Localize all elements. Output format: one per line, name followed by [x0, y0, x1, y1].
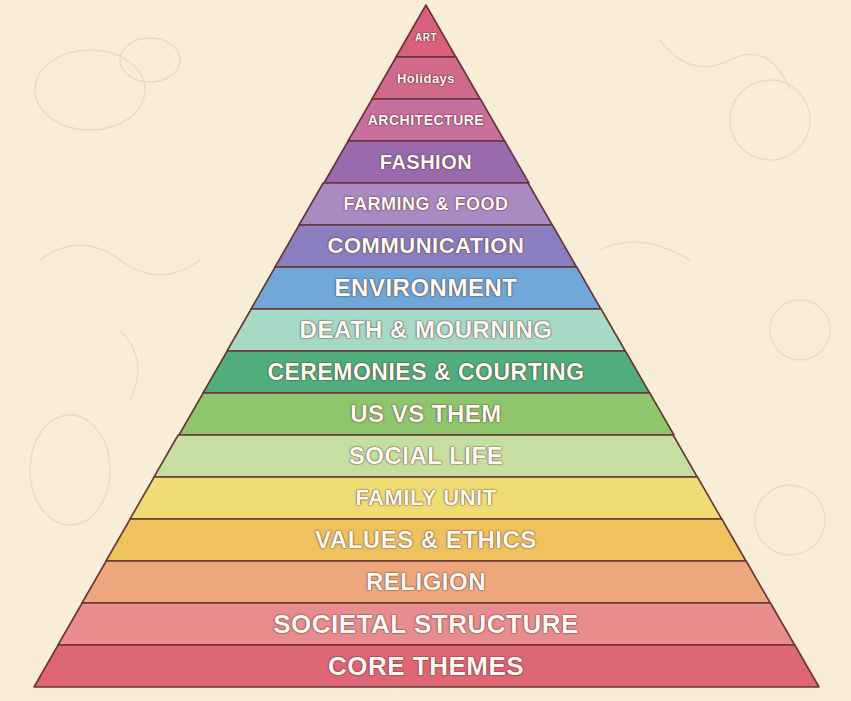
band-label: FARMING & FOOD [343, 195, 508, 213]
pyramid-band: DEATH & MOURNING [227, 309, 625, 351]
band-label: ART [415, 33, 437, 43]
pyramid-band: CEREMONIES & COURTING [203, 351, 650, 393]
band-label: SOCIETAL STRUCTURE [273, 611, 579, 637]
band-label: RELIGION [366, 570, 486, 594]
pyramid-band: RELIGION [82, 561, 770, 603]
pyramid-band: FAMILY UNIT [130, 477, 722, 519]
band-label: COMMUNICATION [328, 235, 525, 257]
band-label: ARCHITECTURE [368, 113, 484, 127]
pyramid-band: ENVIRONMENT [251, 267, 601, 309]
pyramid-band: FARMING & FOOD [299, 183, 552, 225]
band-label: FASHION [380, 152, 472, 172]
pyramid-band: ARCHITECTURE [348, 99, 505, 141]
band-label: ENVIRONMENT [335, 276, 518, 300]
pyramid-band: VALUES & ETHICS [106, 519, 746, 561]
band-label: DEATH & MOURNING [300, 318, 553, 342]
pyramid-band: ART [396, 5, 456, 57]
band-label: VALUES & ETHICS [315, 528, 537, 552]
band-shape [396, 5, 456, 57]
band-label: US VS THEM [350, 402, 502, 426]
band-label: SOCIAL LIFE [349, 444, 503, 468]
pyramid-band: SOCIAL LIFE [154, 435, 697, 477]
band-label: FAMILY UNIT [355, 487, 496, 509]
pyramid-band: SOCIETAL STRUCTURE [58, 603, 795, 645]
pyramid-band: FASHION [324, 141, 529, 183]
pyramid-band: CORE THEMES [34, 645, 819, 687]
band-label: CEREMONIES & COURTING [267, 361, 584, 384]
band-label: Holidays [397, 72, 455, 85]
pyramid-band: US VS THEM [179, 393, 674, 435]
pyramid-band: Holidays [372, 57, 480, 99]
pyramid-band: COMMUNICATION [275, 225, 577, 267]
band-label: CORE THEMES [328, 653, 524, 679]
